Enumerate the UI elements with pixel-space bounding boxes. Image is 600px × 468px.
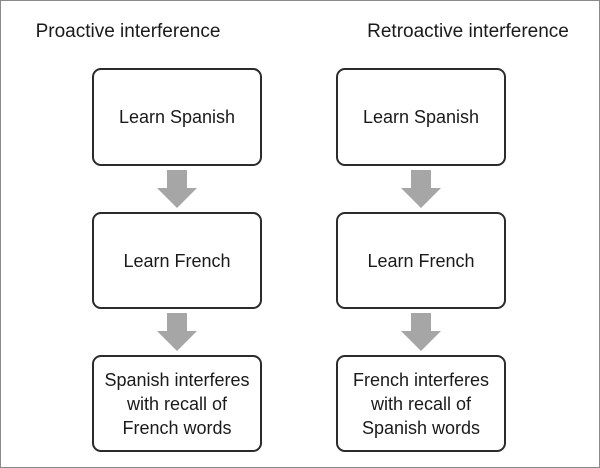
retroactive-step-1-label: Learn Spanish xyxy=(362,107,480,127)
retroactive-arrow-down-1-icon xyxy=(401,170,441,208)
retroactive-step-2-label: Learn French xyxy=(367,250,475,271)
proactive-arrow-down-2-icon xyxy=(157,313,197,351)
retroactive-column: Retroactive interference Learn Spanish L… xyxy=(300,0,600,468)
proactive-step-2-box: Learn French xyxy=(92,212,262,309)
proactive-arrow-down-1-icon xyxy=(157,170,197,208)
retroactive-title: Retroactive interference xyxy=(367,21,569,42)
retroactive-step-1-box: Learn Spanish xyxy=(336,68,506,166)
proactive-step-3-box: Spanish interferes with recall of French… xyxy=(92,355,262,452)
proactive-column: Proactive interference Learn Spanish Lea… xyxy=(35,21,262,452)
proactive-title: Proactive interference xyxy=(35,21,221,42)
retroactive-step-2-box: Learn French xyxy=(336,212,506,309)
retroactive-arrow-down-2-icon xyxy=(401,313,441,351)
retroactive-step-3-label: French interferes with recall of Spanish… xyxy=(352,369,490,438)
proactive-step-3-label: Spanish interferes with recall of French… xyxy=(104,369,250,438)
proactive-step-1-label: Learn Spanish xyxy=(118,107,236,127)
proactive-step-2-label: Learn French xyxy=(123,250,231,271)
retroactive-step-3-box: French interferes with recall of Spanish… xyxy=(336,355,506,452)
proactive-step-1-box: Learn Spanish xyxy=(92,68,262,166)
